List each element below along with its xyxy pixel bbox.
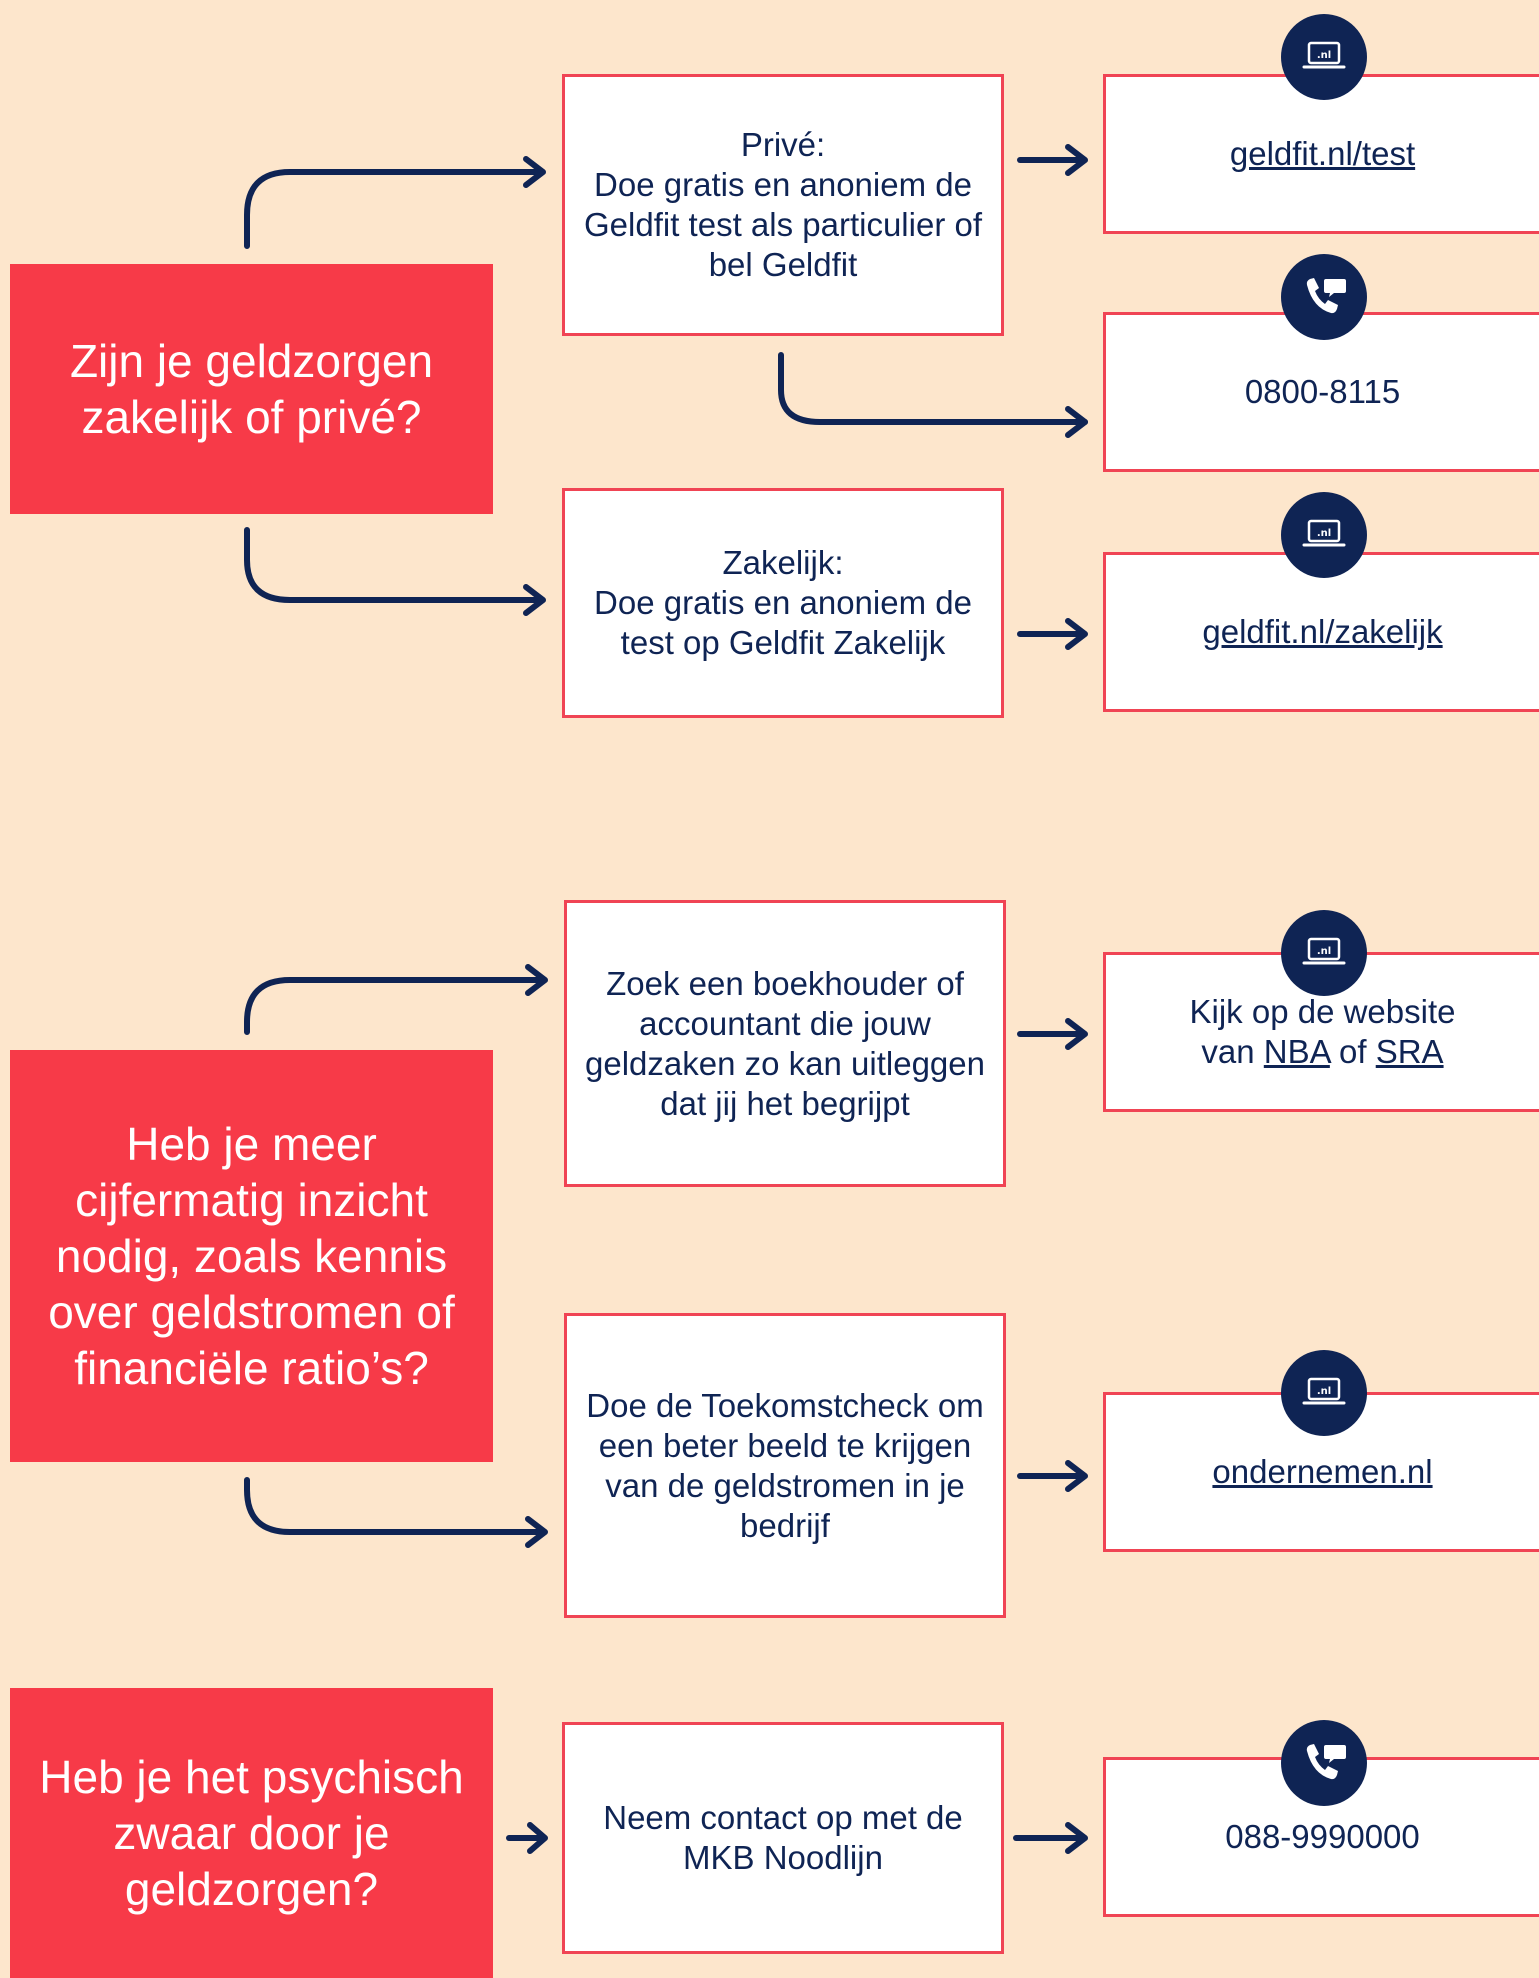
svg-text:.nl: .nl xyxy=(1317,1386,1331,1397)
arrowhead-prive xyxy=(523,156,546,188)
ondernemen-link[interactable]: ondernemen.nl xyxy=(1212,1453,1433,1490)
geldfit-test-link[interactable]: geldfit.nl/test xyxy=(1229,135,1416,172)
arrowhead-toekomstcheck xyxy=(525,1516,548,1548)
nba-sra-prefix: van xyxy=(1201,1033,1255,1070)
option-zakelijk-body: Doe gratis en anoniem de test op Geldfit… xyxy=(594,584,972,661)
svg-text:.nl: .nl xyxy=(1317,528,1331,539)
arrowhead-ondernemen xyxy=(1065,1460,1088,1492)
laptop-nl-icon: .nl xyxy=(1281,14,1367,100)
connector-to-toekomstcheck xyxy=(244,1477,545,1535)
result-nba-sra: Kijk op de website van NBA of SRA xyxy=(1103,952,1539,1112)
laptop-nl-icon: .nl xyxy=(1281,1350,1367,1436)
sra-link[interactable]: SRA xyxy=(1375,1033,1444,1070)
svg-text:.nl: .nl xyxy=(1317,946,1331,957)
option-toekomstcheck-box: Doe de Toekomstcheck om een beter beeld … xyxy=(564,1313,1006,1618)
question-cijfermatig-inzicht: Heb je meer cijfermatig inzicht nodig, z… xyxy=(10,1050,493,1462)
arrowhead-zakelijk-link xyxy=(1065,618,1088,650)
nba-sra-line2: van NBA of SRA xyxy=(1190,1032,1456,1072)
option-prive-body: Doe gratis en anoniem de Geldfit test al… xyxy=(584,166,982,283)
phone-number-geldfit: 0800-8115 xyxy=(1244,373,1401,410)
phone-chat-icon xyxy=(1281,1720,1367,1806)
option-boekhouder-box: Zoek een boekhouder of accountant die jo… xyxy=(564,900,1006,1187)
result-geldfit-zakelijk: geldfit.nl/zakelijk xyxy=(1103,552,1539,712)
result-geldfit-test: geldfit.nl/test xyxy=(1103,74,1539,234)
arrowhead-boekhouder xyxy=(525,964,548,996)
option-mkb-noodlijn-box: Neem contact op met de MKB Noodlijn xyxy=(562,1722,1004,1954)
connector-prive-to-phone xyxy=(778,352,1088,425)
question-zakelijk-prive: Zijn je geldzorgen zakelijk of privé? xyxy=(10,264,493,514)
option-boekhouder-text: Zoek een boekhouder of accountant die jo… xyxy=(585,964,985,1122)
question-psychisch-zwaar: Heb je het psychisch zwaar door je geldz… xyxy=(10,1688,493,1978)
arrowhead-zakelijk xyxy=(523,584,546,616)
arrowhead-test xyxy=(1065,144,1088,176)
nba-link[interactable]: NBA xyxy=(1263,1033,1330,1070)
connector-to-prive xyxy=(244,169,543,249)
laptop-nl-icon: .nl xyxy=(1281,492,1367,578)
connector-to-zakelijk xyxy=(244,527,543,603)
phone-number-mkb: 088-9990000 xyxy=(1225,1818,1420,1855)
arrowhead-phone3 xyxy=(1065,1822,1088,1854)
option-zakelijk-title: Zakelijk: xyxy=(722,544,844,581)
geldfit-zakelijk-link[interactable]: geldfit.nl/zakelijk xyxy=(1202,613,1443,650)
arrowhead-phone xyxy=(1065,406,1088,438)
connector-to-boekhouder xyxy=(244,977,545,1035)
nba-sra-middle: of xyxy=(1339,1033,1367,1070)
option-toekomstcheck-text: Doe de Toekomstcheck om een beter beeld … xyxy=(586,1386,984,1544)
arrowhead-contact xyxy=(527,1822,548,1854)
option-prive-title: Privé: xyxy=(740,126,826,163)
svg-text:.nl: .nl xyxy=(1317,50,1331,61)
arrowhead-nba xyxy=(1065,1018,1088,1050)
option-mkb-noodlijn-text: Neem contact op met de MKB Noodlijn xyxy=(603,1799,963,1876)
nba-sra-line1: Kijk op de website xyxy=(1189,993,1456,1030)
phone-chat-icon xyxy=(1281,254,1367,340)
laptop-nl-icon: .nl xyxy=(1281,910,1367,996)
option-zakelijk-box: Zakelijk: Doe gratis en anoniem de test … xyxy=(562,488,1004,718)
option-prive-box: Privé: Doe gratis en anoniem de Geldfit … xyxy=(562,74,1004,336)
